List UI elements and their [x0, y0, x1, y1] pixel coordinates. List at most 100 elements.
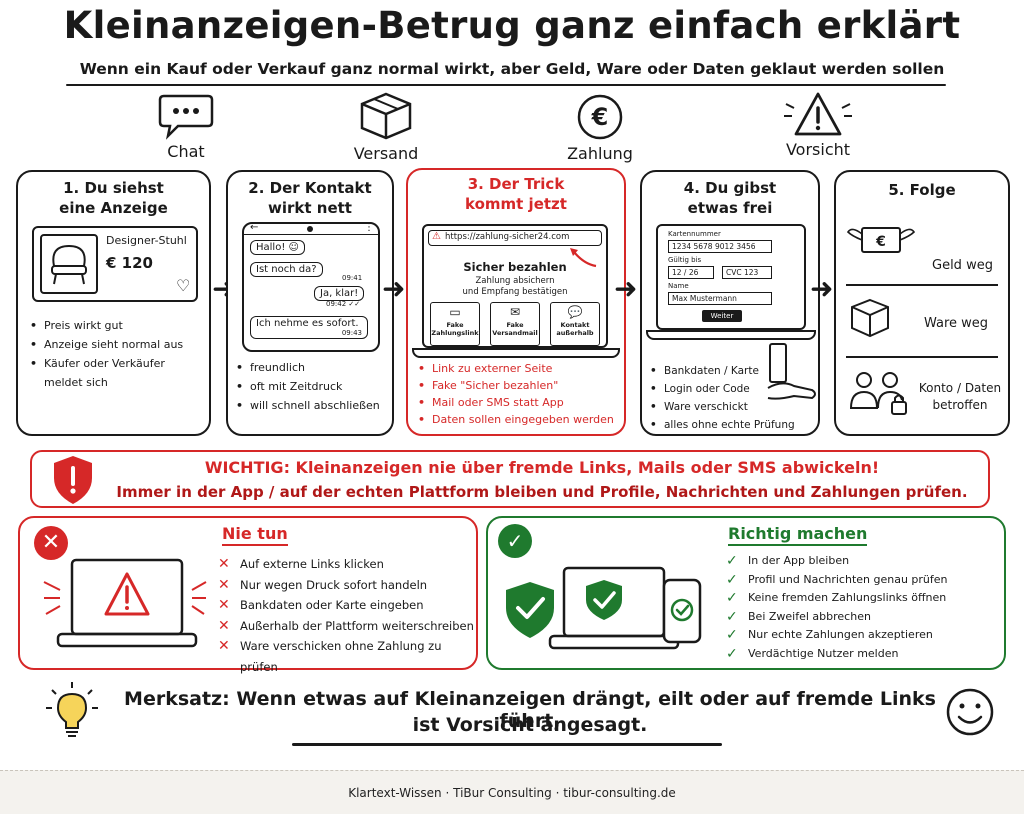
camera-icon	[307, 226, 313, 232]
do-box: ✓ Richtig machen ✓In der App bleiben ✓Pr…	[486, 516, 1006, 670]
fake-page-title: Sicher bezahlen	[463, 260, 567, 274]
dont-box: ✕ Nie tun ✕Auf externe Links klicken ✕Nu…	[18, 516, 478, 674]
top-icon-label: Zahlung	[567, 144, 633, 163]
top-icon-label: Versand	[353, 144, 419, 163]
warning-line-2: Immer in der App / auf der echten Plattf…	[116, 483, 968, 501]
expiry-field[interactable]: 12 / 26	[668, 266, 714, 279]
euro-coin-icon: €	[577, 94, 623, 140]
green-check-icon: ✓	[498, 524, 532, 558]
url-bar[interactable]: ⚠ https://zahlung-sicher24.com	[428, 230, 602, 246]
x-mark-icon: ✕	[218, 576, 230, 593]
x-mark-icon: ✕	[218, 597, 230, 613]
laptop-warning-icon	[43, 558, 207, 648]
external-contact-tile[interactable]: 💬 Kontakt außerhalb	[550, 302, 600, 346]
chat-message: Ja, klar!	[314, 286, 365, 301]
do-item: ✓Profil und Nachrichten genau prüfen	[726, 571, 948, 588]
bullet: alles ohne echte Prüfung	[650, 416, 810, 434]
flying-money-icon: €	[846, 227, 916, 253]
important-warning-banner: WICHTIG: Kleinanzeigen nie über fremde L…	[30, 450, 990, 508]
do-item: ✓Keine fremden Zahlungslinks öffnen	[726, 590, 947, 606]
ad-price: € 120	[106, 254, 153, 272]
more-icon[interactable]: ⋮	[364, 222, 374, 233]
step-4-title-a: 4. Du gibst	[683, 179, 777, 197]
chat-bubble-icon: 💬	[567, 305, 583, 319]
do-list: ✓In der App bleiben ✓Profil und Nachrich…	[726, 552, 1002, 663]
credit-card-icon: ▭	[449, 305, 461, 319]
continue-button[interactable]: Weiter	[702, 310, 742, 322]
back-icon[interactable]: ←	[250, 222, 259, 233]
chat-message: Hallo! ☺	[250, 240, 305, 255]
ad-name: Designer-Stuhl	[106, 234, 187, 247]
envelope-icon: ✉	[509, 305, 521, 319]
footer: Klartext-Wissen · TiBur Consulting · tib…	[0, 770, 1024, 814]
do-title: Richtig machen	[728, 524, 868, 546]
check-mark-icon: ✓	[726, 645, 738, 662]
flow-arrow-2: ➜	[382, 272, 406, 305]
card-form-screen: Kartennummer 1234 5678 9012 3456 Gültig …	[656, 224, 806, 330]
subtitle-underline	[66, 84, 946, 86]
do-item: ✓Nur echte Zahlungen akzeptieren	[726, 627, 933, 643]
warning-icon: ⚠	[432, 231, 441, 242]
bullet: Bankdaten / Karte	[650, 362, 810, 380]
chair-icon	[51, 244, 87, 285]
laptop-screen: ⚠ https://zahlung-sicher24.com Sicher be…	[422, 224, 608, 348]
step-3-title-b: kommt jetzt	[465, 195, 567, 213]
card-number-field[interactable]: 1234 5678 9012 3456	[668, 240, 772, 253]
page-subtitle: Wenn ein Kauf oder Verkauf ganz normal w…	[79, 60, 945, 78]
chat-message: Ist noch da?	[250, 262, 323, 277]
consequence-account: Konto / Daten betroffen	[918, 381, 1002, 412]
step-1-bullets: Preis wirkt gut Anzeige sieht normal aus…	[30, 316, 206, 392]
package-icon	[360, 92, 412, 140]
fake-page-sub: und Empfang bestätigen	[462, 287, 568, 297]
step-1-title-a: 1. Du siehst	[63, 179, 164, 197]
do-item: ✓In der App bleiben	[726, 553, 850, 569]
bullet: Preis wirkt gut	[30, 316, 206, 335]
bullet: will schnell abschließen	[236, 396, 394, 415]
dont-item: ✕Bankdaten oder Karte eingeben	[218, 595, 474, 616]
check-mark-icon: ✓	[726, 590, 738, 606]
warning-triangle-icon	[784, 92, 852, 136]
bullet: Anzeige sieht normal aus	[30, 335, 206, 354]
fake-payment-link-tile[interactable]: ▭ Fake Zahlungslink	[430, 302, 480, 346]
do-item: ✓Verdächtige Nutzer melden	[726, 645, 899, 662]
bullet: oft mit Zeitdruck	[236, 377, 394, 396]
step-4-bullets: Bankdaten / Karte Login oder Code Ware v…	[650, 362, 810, 434]
step-3-title-a: 3. Der Trick	[467, 175, 565, 193]
step-1-box: 1. Du siehst eine Anzeige Designer-Stuhl…	[16, 170, 211, 436]
cvc-field[interactable]: CVC 123	[722, 266, 772, 279]
bullet: Fake "Sicher bezahlen"	[418, 377, 622, 394]
top-icon-chat: Chat	[146, 92, 226, 161]
check-mark-icon: ✓	[726, 571, 738, 588]
users-lock-icon	[849, 372, 907, 415]
step-4-title-b: etwas frei	[687, 199, 773, 217]
top-icon-zahlung: € Zahlung	[560, 92, 640, 163]
step-2-title-a: 2. Der Kontakt	[248, 179, 372, 197]
do-item: ✓Bei Zweifel abbrechen	[726, 608, 871, 625]
svg-text:€: €	[591, 103, 609, 131]
fake-shipping-mail-tile[interactable]: ✉ Fake Versandmail	[490, 302, 540, 346]
step-3-box: 3. Der Trick kommt jetzt ⚠ https://zahlu…	[406, 168, 626, 436]
merksatz-line-1: Merksatz: Wenn etwas auf Kleinanzeigen d…	[124, 688, 936, 732]
chat-message: Ich nehme es sofort. 09:43	[250, 316, 368, 339]
name-field[interactable]: Max Mustermann	[668, 292, 772, 305]
bullet: Daten sollen eingegeben werden	[418, 411, 622, 428]
top-icon-label: Chat	[167, 142, 205, 161]
dont-item: ✕Auf externe Links klicken	[218, 554, 474, 575]
heart-icon[interactable]: ♡	[176, 276, 191, 295]
phone-mockup: ← ⋮ Hallo! ☺ Ist noch da? 09:41 Ja, klar…	[242, 222, 380, 352]
step-5-title: 5. Folge	[888, 181, 956, 199]
lightbulb-icon	[46, 682, 98, 737]
package-icon	[851, 298, 889, 338]
fake-page-sub: Zahlung absichern	[475, 276, 555, 286]
x-mark-icon: ✕	[218, 556, 230, 572]
x-mark-icon: ✕	[218, 638, 230, 654]
bullet: Ware verschickt	[650, 398, 810, 416]
consequence-goods: Ware weg	[924, 316, 989, 331]
consequence-money: Geld weg	[932, 258, 993, 273]
step-3-bullets: Link zu externer Seite Fake "Sicher beza…	[418, 360, 622, 428]
step-2-bullets: freundlich oft mit Zeitdruck will schnel…	[236, 358, 394, 415]
dont-title: Nie tun	[222, 524, 288, 546]
dont-item: ✕Ware verschicken ohne Zahlung zu prüfen	[218, 638, 442, 674]
step-2-box: 2. Der Kontakt wirkt nett ← ⋮ Hallo! ☺ I…	[226, 170, 394, 436]
check-mark-icon: ✓	[726, 553, 738, 569]
